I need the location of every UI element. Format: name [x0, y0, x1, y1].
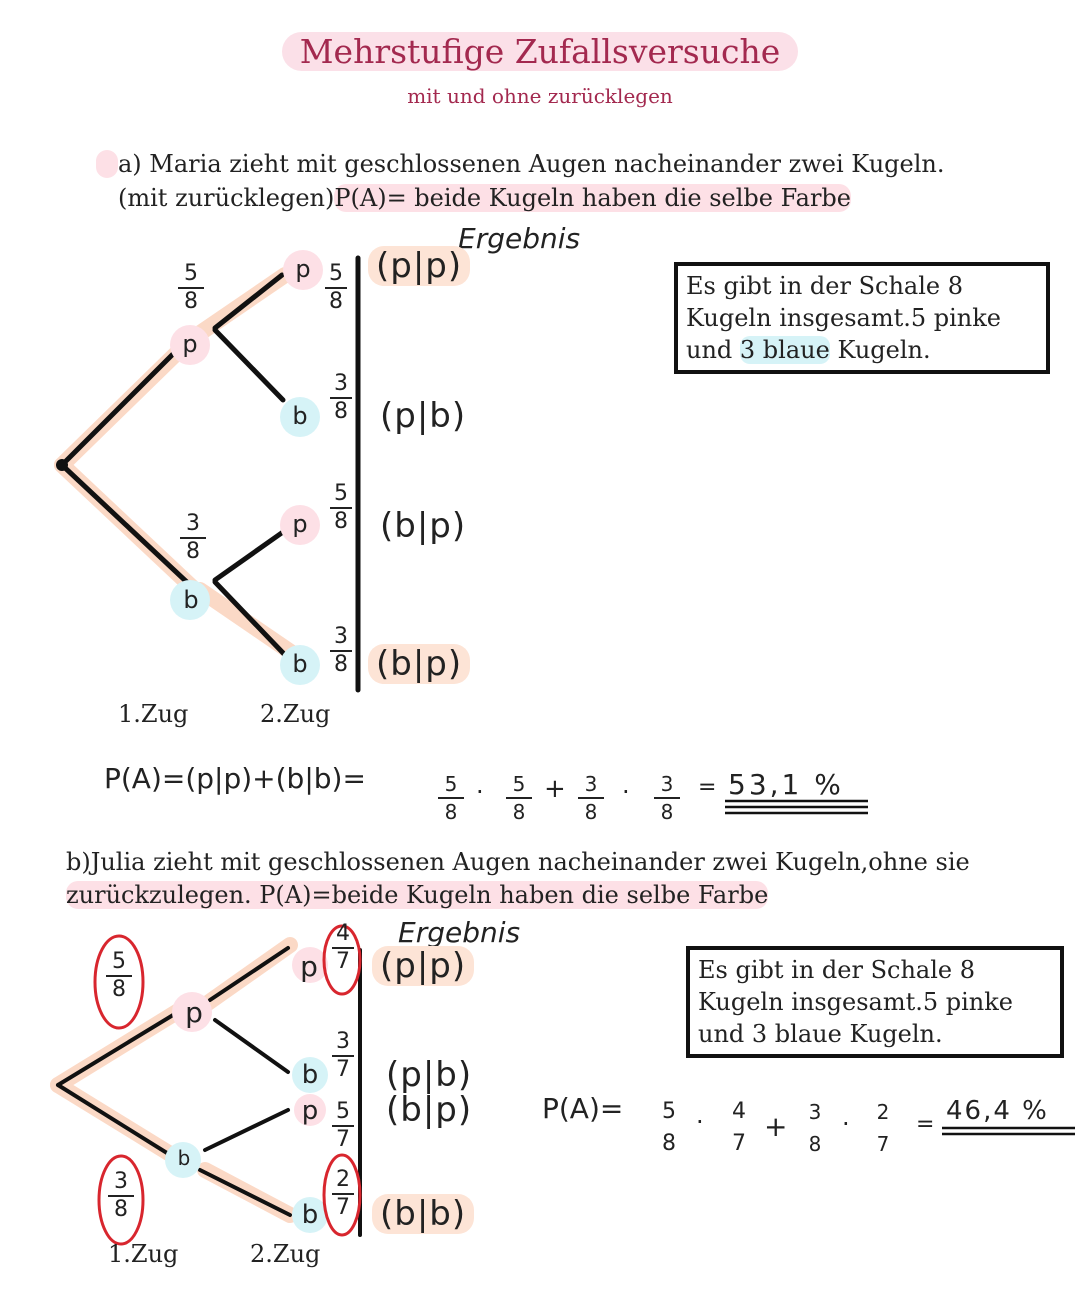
node-b2-4: b [301, 1200, 319, 1230]
task-b-line1: b)Julia zieht mit geschlossenen Augen na… [66, 848, 970, 876]
info-box-b: Es gibt in der Schale 8 Kugeln insgesamt… [686, 946, 1064, 1058]
task-a-line2: (mit zurücklegen)P(A)= beide Kugeln habe… [118, 184, 851, 212]
formula-b-lhs: P(A)= [542, 1092, 624, 1125]
tree-a-root [56, 459, 68, 471]
result-b-4: (b|b) [372, 1194, 475, 1234]
op-equals: = [698, 775, 717, 800]
formula-a-lhs: P(A)=(p|p)+(b|b)= [104, 762, 366, 795]
task-b-line2: zurückzulegen. P(A)=beide Kugeln haben d… [66, 881, 769, 909]
node-a-p: p [182, 330, 198, 358]
node-b2-1: p [300, 950, 318, 983]
op-dot: · [476, 778, 484, 806]
zug1-b: 1.Zug [108, 1240, 179, 1268]
result-a-1: (p|p) [368, 246, 471, 286]
op-dot: · [696, 1108, 704, 1136]
result-b-underline [942, 1126, 1075, 1136]
zug1-a: 1.Zug [118, 700, 189, 728]
op-plus: + [544, 774, 566, 804]
result-a-underline [725, 799, 868, 815]
ergebnis-label-a: Ergebnis [458, 222, 581, 255]
result-a-2: (p|b) [380, 396, 467, 436]
result-b-1: (p|p) [372, 946, 475, 986]
info-box-a: Es gibt in der Schale 8 Kugeln insgesamt… [674, 262, 1050, 374]
node-a2-2: b [292, 402, 308, 430]
task-a-line1: a) Maria zieht mit geschlossenen Augen n… [96, 150, 944, 178]
node-b2-3: p [301, 1096, 319, 1126]
result-a: 53,1 % [728, 768, 844, 801]
page-subtitle: mit und ohne zurücklegen [407, 84, 673, 108]
page-title: Mehrstufige Zufallsversuche [0, 32, 1080, 71]
op-plus: + [764, 1110, 788, 1143]
zug2-b: 2.Zug [250, 1240, 321, 1268]
node-b-p: p [185, 996, 203, 1029]
zug2-a: 2.Zug [260, 700, 331, 728]
result-b-2: (p|b) [386, 1055, 473, 1095]
node-b-b: b [177, 1146, 191, 1170]
red-marks [93, 924, 362, 1246]
node-a2-3: p [292, 510, 308, 538]
node-b2-2: b [301, 1060, 319, 1090]
result-a-3: (b|p) [380, 506, 467, 546]
op-equals: = [916, 1112, 935, 1137]
tree-a-branches [59, 255, 361, 693]
op-dot: · [842, 1110, 850, 1138]
op-dot: · [622, 778, 630, 806]
node-a2-4: b [292, 650, 308, 678]
result-b-3: (b|p) [386, 1090, 473, 1130]
node-a-b: b [183, 586, 199, 614]
result-b: 46,4 % [946, 1096, 1049, 1126]
result-a-4: (b|p) [368, 644, 471, 684]
ergebnis-label-b: Ergebnis [398, 916, 521, 949]
node-a2-1: p [295, 255, 311, 283]
